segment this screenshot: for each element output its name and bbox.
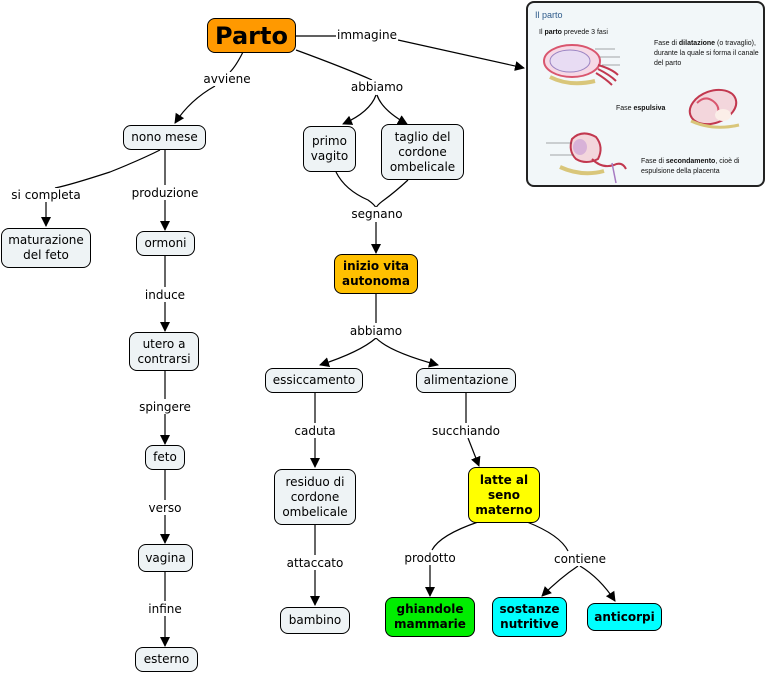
phase3-text: Fase di secondamento, cioè di espulsione… [641, 157, 761, 177]
line-immagine-panel [397, 39, 525, 71]
link-label-infine: infine [147, 602, 183, 616]
node-esterno[interactable]: esterno [135, 647, 198, 672]
line-abbiamo-alimentazione [375, 337, 439, 368]
node-ormoni[interactable]: ormoni [136, 231, 195, 256]
link-label-spingere: spingere [138, 400, 192, 414]
image-panel-subtitle: Il parto prevede 3 fasi [539, 29, 608, 36]
phase1-pre: Fase di [654, 40, 679, 47]
image-panel[interactable]: Il parto Il parto prevede 3 fasi Fase di… [526, 1, 765, 187]
phase1-text: Fase di dilatazione (o travaglio), duran… [654, 39, 766, 69]
line-contiene-anticorpi [579, 565, 616, 602]
line-nono-sicompleta [54, 149, 161, 189]
node-bambino[interactable]: bambino [280, 607, 350, 634]
illustration-secondamento [546, 132, 627, 184]
illustration-dilatazione [543, 44, 620, 86]
image-panel-title: Il parto [535, 10, 563, 20]
link-label-contiene: contiene [553, 552, 607, 566]
line-abbiamo-essiccamento [319, 337, 377, 367]
node-vagina[interactable]: vagina [138, 544, 193, 572]
link-label-caduta: caduta [293, 424, 337, 438]
subtitle-bold: parto [544, 29, 562, 36]
link-label-segnano: segnano [350, 207, 404, 221]
line-contiene-sostanze [541, 565, 579, 597]
node-maturazione-del-feto[interactable]: maturazione del feto [1, 228, 91, 268]
line-parto-avviene [229, 51, 244, 73]
node-residuo-di-cordone-ombelicale[interactable]: residuo di cordone ombelicale [274, 469, 356, 525]
node-feto[interactable]: feto [145, 445, 185, 470]
link-label-succhiando: succhiando [431, 424, 501, 438]
link-label-avviene: avviene [202, 72, 252, 86]
node-primo-vagito[interactable]: primo vagito [303, 126, 356, 172]
link-label-verso: verso [147, 501, 183, 515]
line-primo-segnano [335, 171, 377, 209]
link-label-abbiamo-2: abbiamo [348, 324, 404, 338]
line-latte-contiene [526, 521, 569, 552]
node-inizio-vita-autonoma[interactable]: inizio vita autonoma [334, 254, 418, 294]
line-abbiamo-taglio [376, 94, 408, 125]
phase3-bold: secondamento [665, 158, 716, 165]
line-abbiamo-primo [342, 94, 377, 125]
subtitle-post: prevede 3 fasi [561, 29, 608, 36]
link-label-induce: induce [143, 288, 187, 302]
phase1-post: (o travaglio), durante la quale si forma… [654, 40, 759, 67]
node-nono-mese[interactable]: nono mese [123, 125, 206, 150]
line-parto-abbiamo [295, 49, 373, 81]
phase2-bold: espulsiva [633, 105, 666, 112]
node-latte-al-seno-materno[interactable]: latte al seno materno [468, 467, 540, 523]
node-anticorpi[interactable]: anticorpi [587, 603, 662, 631]
node-utero-a-contrarsi[interactable]: utero a contrarsi [129, 332, 199, 371]
node-essiccamento[interactable]: essiccamento [265, 368, 363, 393]
phase3-pre: Fase di [641, 158, 666, 165]
link-label-immagine: immagine [335, 28, 399, 42]
node-ghiandole-mammarie[interactable]: ghiandole mammarie [385, 597, 475, 637]
phase2-text: Fase espulsiva [616, 105, 665, 112]
line-avviene-nono [174, 85, 216, 124]
phase3-post: , cioè di espulsione della placenta [641, 158, 740, 175]
node-sostanze-nutritive[interactable]: sostanze nutritive [492, 597, 567, 637]
node-alimentazione[interactable]: alimentazione [416, 368, 516, 393]
phase2-pre: Fase [616, 105, 634, 112]
subtitle-pre: Il [539, 29, 545, 36]
line-latte-prodotto [431, 521, 479, 551]
link-label-attaccato: attaccato [285, 556, 345, 570]
link-label-prodotto: prodotto [403, 551, 457, 565]
line-taglio-segnano [375, 179, 409, 209]
link-label-produzione: produzione [130, 186, 200, 200]
node-taglio-del-cordone-ombelicale[interactable]: taglio del cordone ombelicale [381, 124, 464, 180]
link-label-abbiamo: abbiamo [349, 80, 405, 94]
line-succhiando-latte [467, 437, 481, 467]
node-parto[interactable]: Parto [207, 18, 296, 53]
phase1-bold: dilatazione [678, 40, 716, 47]
illustration-espulsiva [688, 88, 740, 129]
link-label-si-completa: si completa [10, 188, 82, 202]
